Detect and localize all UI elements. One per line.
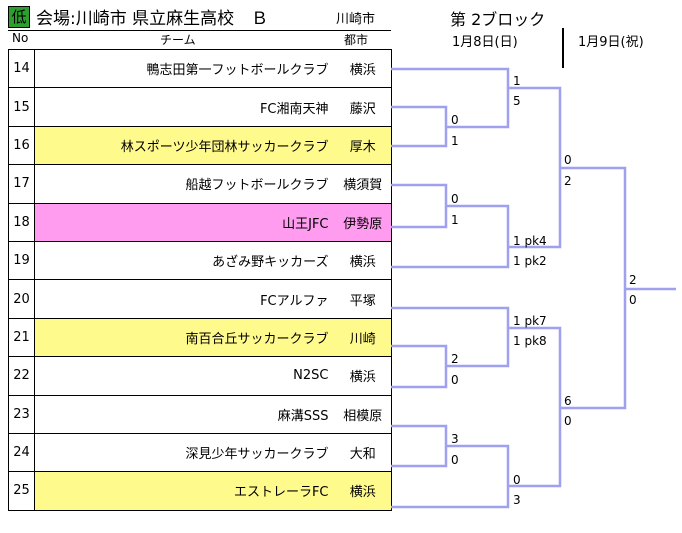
score-q1-bottom: 5: [513, 94, 521, 108]
team-city: 藤沢: [334, 87, 392, 127]
team-city: 平塚: [334, 279, 392, 319]
block-title: 第 2ブロック: [450, 10, 546, 29]
team-number: 16: [8, 125, 35, 166]
team-city: 横浜: [334, 240, 392, 281]
score-16: 1: [451, 134, 459, 148]
score-q2-bottom: 1 pk2: [513, 254, 547, 268]
team-city: 川崎: [334, 317, 392, 358]
header-divider: [8, 30, 391, 31]
date-divider: [562, 28, 564, 68]
bracket-line-q2: [391, 204, 510, 269]
score-s2-top: 6: [564, 394, 572, 408]
team-name: 南百合丘サッカークラブ: [34, 317, 335, 358]
level-badge: 低: [8, 6, 30, 28]
score-17: 0: [451, 192, 459, 206]
bracket-line-q1: [391, 67, 510, 129]
score-24: 0: [451, 453, 459, 467]
score-22: 0: [451, 373, 459, 387]
team-city: 横須賀: [334, 164, 392, 204]
column-header-city: 都市: [344, 33, 369, 47]
team-city: 相模原: [334, 394, 392, 434]
score-final-bottom: 0: [629, 293, 637, 307]
round-date-1: 1月8日(日): [452, 35, 518, 50]
team-name: 麻溝SSS: [34, 394, 335, 434]
bracket-line-15-16: [391, 105, 448, 148]
score-s2-bottom: 0: [564, 414, 572, 428]
team-name: 林スポーツ少年団林サッカークラブ: [34, 125, 335, 166]
team-name: エストレーラFC: [34, 471, 335, 511]
score-q1-top: 1: [513, 74, 521, 88]
team-city: 横浜: [334, 48, 392, 89]
score-q2-top: 1 pk4: [513, 234, 547, 248]
team-city: 伊勢原: [334, 202, 392, 242]
team-name: FC湘南天神: [34, 87, 335, 127]
bracket-line-s2: [508, 326, 562, 488]
venue-title: 会場:川崎市 県立麻生高校 Ｂ: [36, 9, 269, 29]
bracket-line-23-24: [391, 424, 448, 468]
team-name: 深見少年サッカークラブ: [34, 432, 335, 473]
score-18: 1: [451, 213, 459, 227]
team-name: N2SC: [34, 356, 335, 396]
team-name: FCアルファ: [34, 279, 335, 319]
column-header-no: No: [12, 31, 29, 45]
score-final-top: 2: [629, 273, 637, 287]
team-number: 25: [8, 471, 35, 511]
team-city: 横浜: [334, 471, 392, 511]
score-s1-bottom: 2: [564, 174, 572, 188]
score-23: 3: [451, 432, 459, 446]
team-number: 17: [8, 164, 35, 204]
bracket-line-q3: [391, 306, 510, 368]
score-q4-bottom: 3: [513, 493, 521, 507]
round-date-2: 1月9日(祝): [578, 35, 644, 50]
team-name: 山王JFC: [34, 202, 335, 242]
score-q3-bottom: 1 pk8: [513, 334, 547, 348]
team-number: 22: [8, 356, 35, 396]
team-name: あざみ野キッカーズ: [34, 240, 335, 281]
team-number: 15: [8, 87, 35, 127]
team-number: 20: [8, 279, 35, 319]
team-city: 大和: [334, 432, 392, 473]
team-name: 船越フットボールクラブ: [34, 164, 335, 204]
score-21: 2: [451, 352, 459, 366]
bracket-line-17-18: [391, 183, 448, 229]
score-15: 0: [451, 113, 459, 127]
team-number: 19: [8, 240, 35, 281]
bracket-line-q4: [391, 444, 510, 509]
team-name: 鴨志田第一フットボールクラブ: [34, 48, 335, 89]
bracket-line-final: [560, 166, 627, 410]
score-q3-top: 1 pk7: [513, 314, 547, 328]
bracket-line-s1: [508, 86, 562, 249]
venue-city: 川崎市: [336, 12, 376, 27]
bracket-line-21-22: [391, 344, 448, 389]
team-number: 18: [8, 202, 35, 242]
team-number: 14: [8, 48, 35, 89]
team-number: 24: [8, 432, 35, 473]
column-header-team: チーム: [160, 33, 196, 47]
score-s1-top: 0: [564, 153, 572, 167]
score-q4-top: 0: [513, 473, 521, 487]
